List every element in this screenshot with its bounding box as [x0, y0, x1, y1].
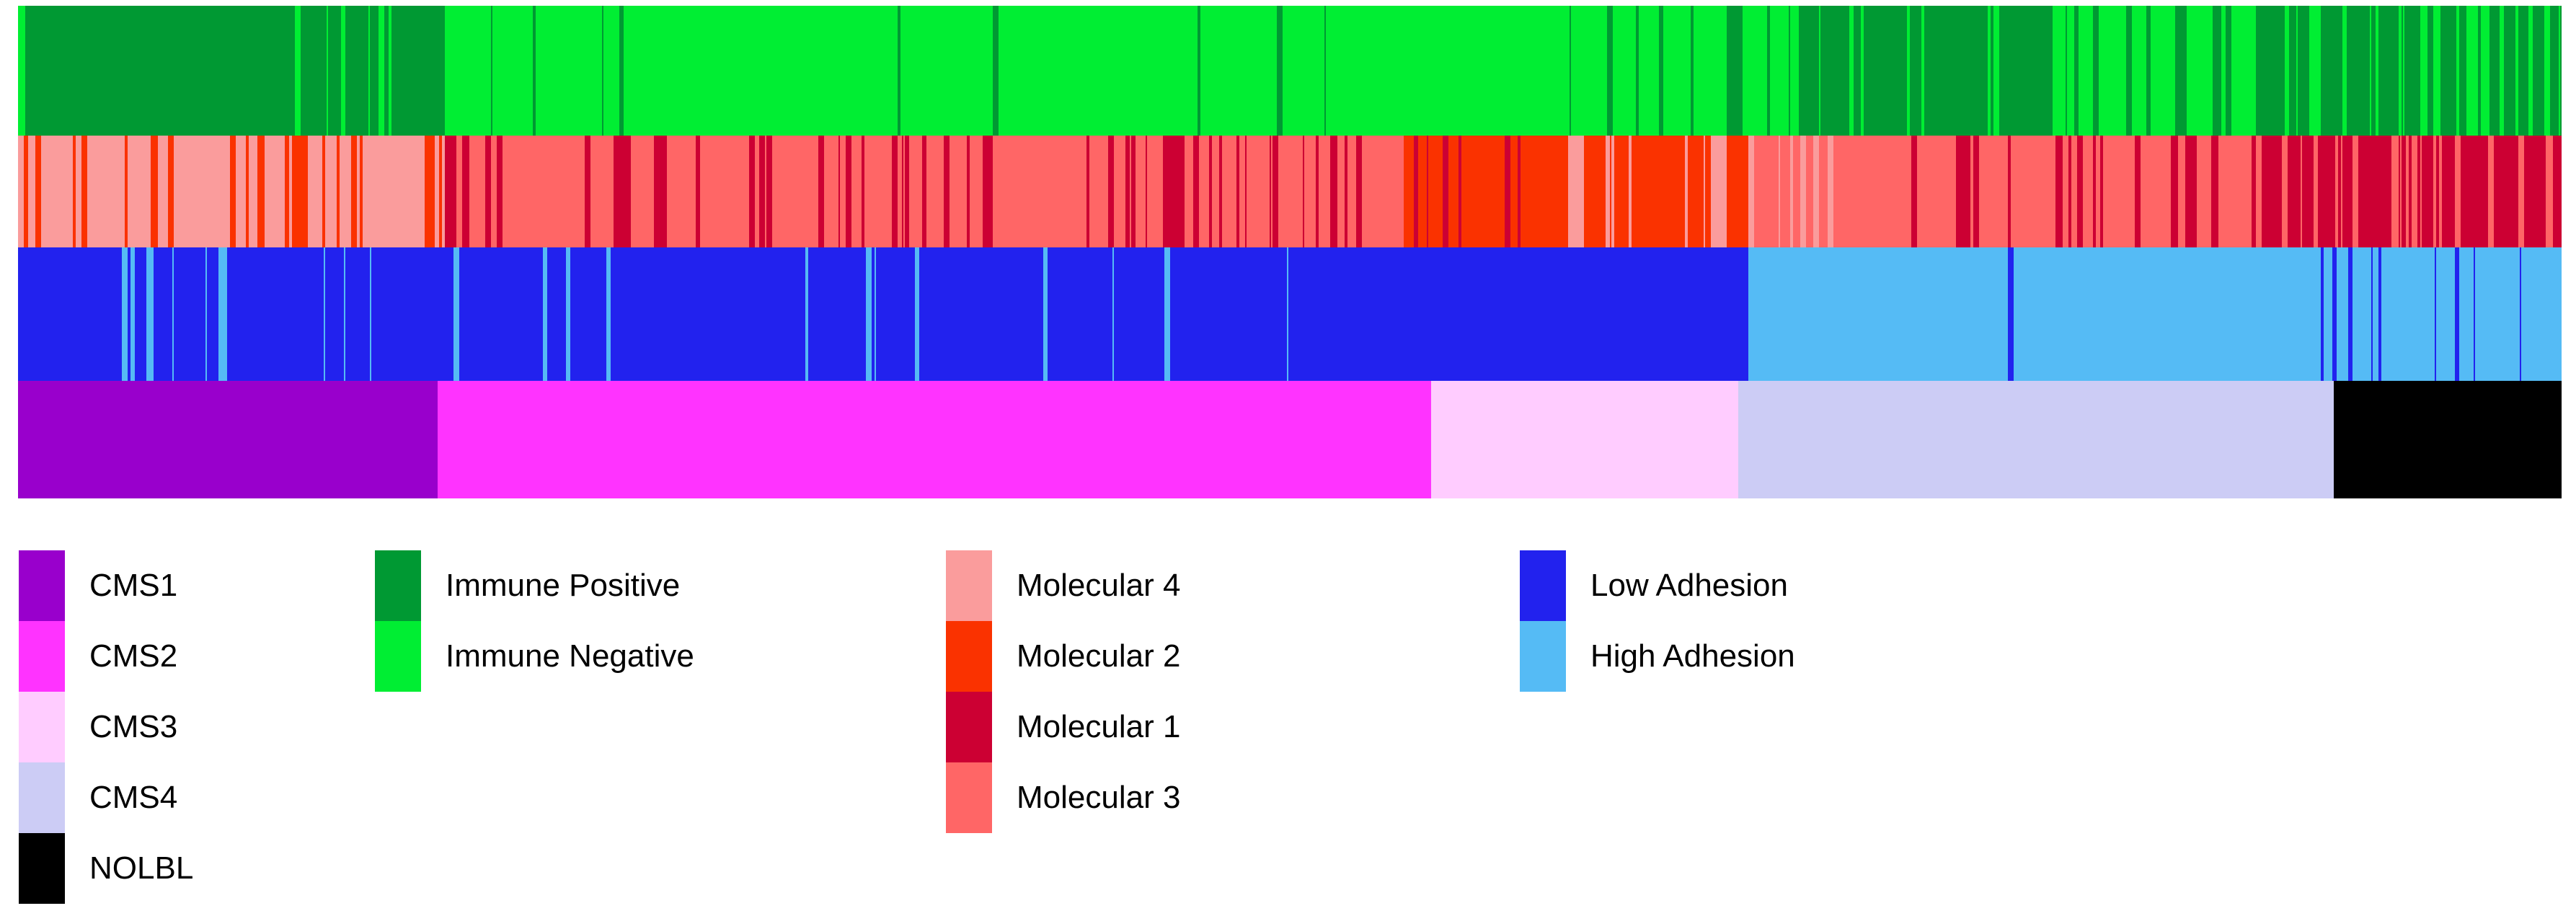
legend-swatch-high-adhesion — [1520, 621, 1566, 692]
legend-swatch-molecular-3 — [946, 762, 992, 833]
legend-label-immune-positive: Immune Positive — [446, 568, 681, 603]
track-row-molecular — [18, 136, 2562, 247]
legend-swatch-low-adhesion — [1520, 550, 1566, 621]
legend-label-molecular-1: Molecular 1 — [1017, 709, 1181, 744]
legend-label-molecular-4: Molecular 4 — [1017, 568, 1181, 603]
molecular-legend-labels: Molecular 4 Molecular 2 Molecular 1 Molecul… — [1017, 550, 1180, 833]
track-row-immune — [18, 6, 2562, 136]
legend-label-molecular-3: Molecular 3 — [1017, 780, 1181, 815]
track-row-adhesion — [18, 247, 2562, 381]
legend-swatch-cms4 — [19, 762, 65, 833]
legend-label-cms4: CMS4 — [89, 780, 178, 815]
legend-swatch-immune-negative — [375, 621, 421, 692]
legend-swatch-molecular-4 — [946, 550, 992, 621]
cms-legend-swatches — [19, 550, 65, 904]
legend-swatch-molecular-1 — [946, 692, 992, 762]
legend-swatch-cms2 — [19, 621, 65, 692]
track-canvas-immune — [18, 6, 2562, 136]
legend-label-immune-negative: Immune Negative — [446, 638, 694, 674]
legend-label-nolbl: NOLBL — [89, 850, 194, 886]
legend-label-molecular-2: Molecular 2 — [1017, 638, 1181, 674]
adhesion-legend-swatches — [1520, 550, 1566, 692]
legend-swatch-cms3 — [19, 692, 65, 762]
track-canvas-adhesion — [18, 247, 2562, 381]
legend-label-low-adhesion: Low Adhesion — [1590, 568, 1788, 603]
molecular-legend-swatches — [946, 550, 992, 833]
legend-label-cms3: CMS3 — [89, 709, 178, 744]
annotation-heatmap — [18, 6, 2562, 498]
track-row-cms — [18, 381, 2562, 498]
immune-legend-swatches — [375, 550, 421, 692]
legend-swatch-nolbl — [19, 833, 65, 904]
legend-label-cms2: CMS2 — [89, 638, 178, 674]
legend-swatch-cms1 — [19, 550, 65, 621]
legend-swatch-molecular-2 — [946, 621, 992, 692]
legend-swatch-immune-positive — [375, 550, 421, 621]
track-canvas-molecular — [18, 136, 2562, 247]
track-canvas-cms — [18, 381, 2562, 498]
legend-label-cms1: CMS1 — [89, 568, 178, 603]
legend-label-high-adhesion: High Adhesion — [1590, 638, 1795, 674]
